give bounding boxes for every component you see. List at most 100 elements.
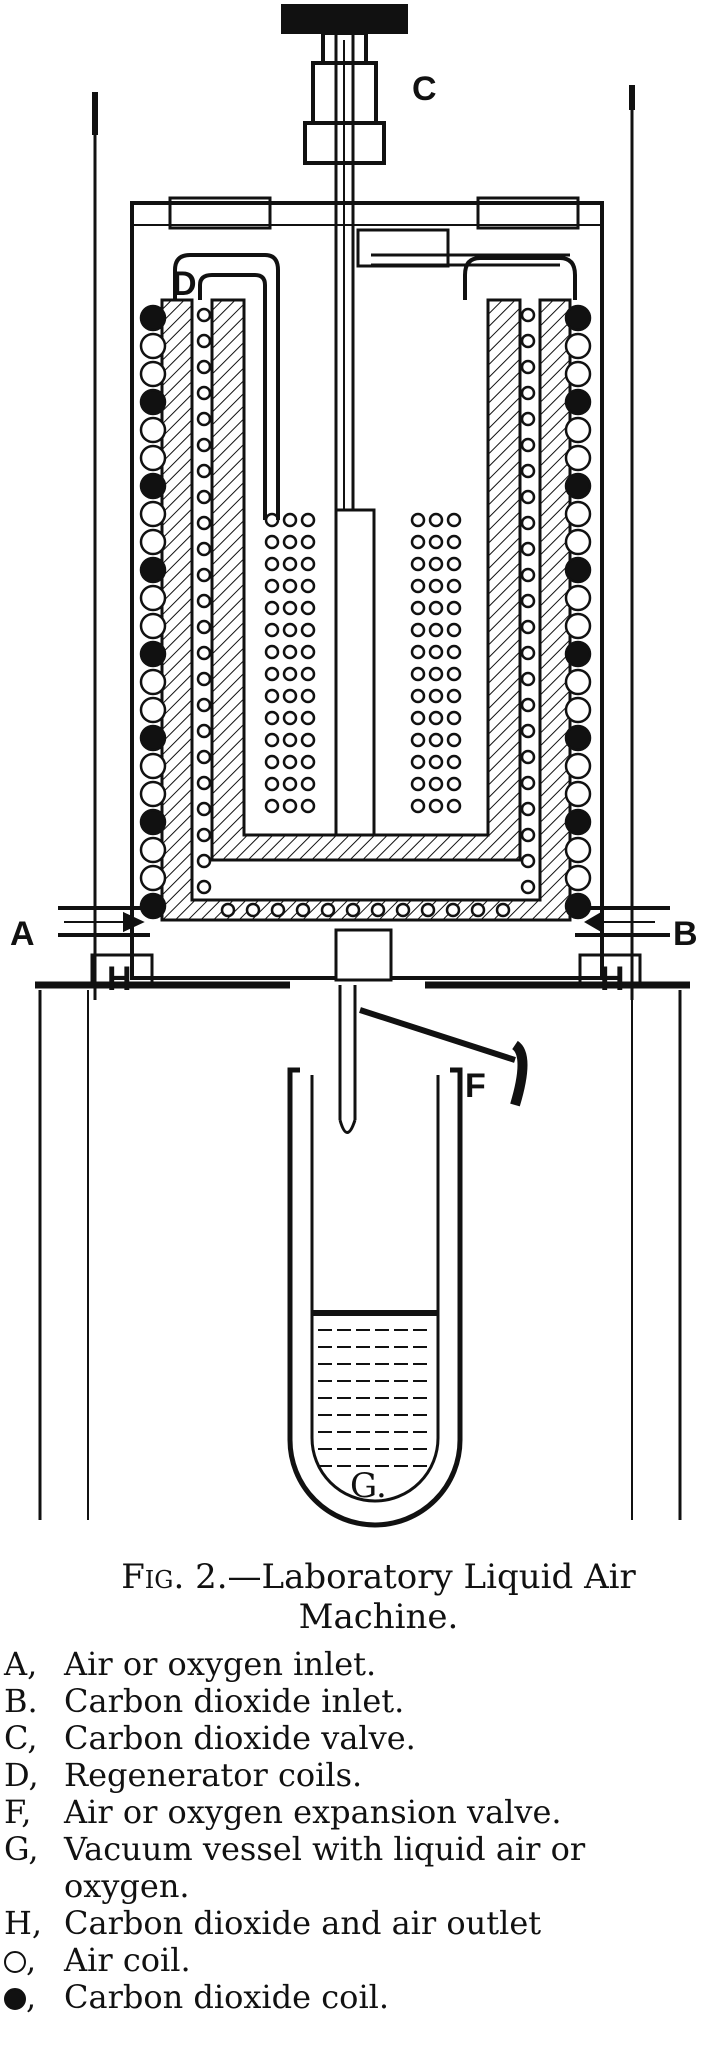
- regenerator-coil-circle: [196, 359, 212, 375]
- regenerator-coil-circle: [196, 619, 212, 635]
- regenerator-coil-circle: [196, 879, 212, 895]
- figure-caption: Fig. 2.—Laboratory Liquid Air Machine.: [40, 1557, 717, 1637]
- regenerator-coil-circle: [196, 515, 212, 531]
- regenerator-coil-circle: [520, 385, 536, 401]
- air-coil-circle: [564, 752, 592, 780]
- label-f: F: [465, 1067, 486, 1105]
- inner-coil-circle: [446, 732, 462, 748]
- legend-text: Air or oxygen inlet.: [64, 1645, 377, 1683]
- vacuum-vessel: [287, 1067, 463, 1528]
- carbon-dioxide-coil-circle: [564, 388, 592, 416]
- insulated-chamber-wall: [160, 298, 572, 922]
- legend-item: F,Air or oxygen expansion valve.: [4, 1794, 710, 1831]
- inner-coil-circle: [300, 688, 316, 704]
- air-coil-circle: [564, 668, 592, 696]
- inner-coil-circle: [282, 534, 298, 550]
- carbon-dioxide-valve: [281, 4, 570, 520]
- regenerator-coil-circle: [196, 827, 212, 843]
- regenerator-coil-circle: [520, 645, 536, 661]
- regenerator-coil-circle: [196, 411, 212, 427]
- regenerator-coil-circle: [520, 541, 536, 557]
- inner-coil-circle: [446, 644, 462, 660]
- regenerator-coil-circle: [196, 645, 212, 661]
- regenerator-coil-circle: [520, 749, 536, 765]
- inner-coil-circle: [410, 644, 426, 660]
- inner-coil-circle: [282, 622, 298, 638]
- air-coil-circle: [139, 416, 167, 444]
- coils: [139, 304, 592, 920]
- liquid-air: [318, 1329, 432, 1467]
- legend-key: F,: [4, 1793, 32, 1831]
- legend-item: H, Carbon dioxide and air outlet: [4, 1905, 710, 1942]
- label-b: B: [673, 915, 698, 953]
- inner-coil-circle: [446, 578, 462, 594]
- regenerator-coil-circle: [320, 902, 336, 918]
- air-coil-circle: [564, 836, 592, 864]
- regenerator-coil-circle: [345, 902, 361, 918]
- air-coil-circle: [139, 780, 167, 808]
- legend-text: Air coil.: [64, 1941, 191, 1979]
- inner-coil-circle: [264, 710, 280, 726]
- regenerator-coil-circle: [196, 489, 212, 505]
- inner-coil-circle: [300, 578, 316, 594]
- legend-key: H,: [4, 1904, 43, 1942]
- legend-text: Regenerator coils.: [64, 1756, 363, 1794]
- regenerator-coil-circle: [420, 902, 436, 918]
- legend-key: D,: [4, 1756, 39, 1794]
- inner-coil-circle: [300, 644, 316, 660]
- inner-coil-circle: [410, 600, 426, 616]
- inner-coil-circle: [282, 798, 298, 814]
- regenerator-coil-circle: [196, 567, 212, 583]
- legend-key: G,: [4, 1830, 39, 1868]
- inner-coil-circle: [300, 600, 316, 616]
- inner-coil-circle: [410, 798, 426, 814]
- legend-item: , Air coil.: [4, 1942, 710, 1979]
- carbon-dioxide-coil-circle: [139, 808, 167, 836]
- regenerator-coils: [264, 512, 462, 814]
- inner-coil-circle: [300, 666, 316, 682]
- inner-coil-circle: [446, 622, 462, 638]
- inner-coil-circle: [446, 776, 462, 792]
- inner-coil-circle: [300, 622, 316, 638]
- legend-list: A,Air or oxygen inlet.B.Carbon dioxide i…: [4, 1646, 710, 2016]
- air-coil-circle: [139, 332, 167, 360]
- inner-coil-circle: [428, 556, 444, 572]
- inner-coil-circle: [300, 534, 316, 550]
- legend-text: Carbon dioxide and air outlet: [64, 1904, 542, 1942]
- inner-coil-circle: [264, 754, 280, 770]
- inner-coil-circle: [264, 644, 280, 660]
- inner-coil-circle: [446, 798, 462, 814]
- air-coil-circle: [139, 612, 167, 640]
- regenerator-coil-circle: [520, 437, 536, 453]
- inner-coil-circle: [282, 512, 298, 528]
- regenerator-coil-circle: [196, 593, 212, 609]
- inner-coil-circle: [428, 534, 444, 550]
- inner-coil-circle: [300, 754, 316, 770]
- regenerator-coil-circle: [220, 902, 236, 918]
- air-coil-circle: [139, 752, 167, 780]
- carbon-dioxide-coil-circle: [139, 556, 167, 584]
- inner-coil-circle: [410, 578, 426, 594]
- inner-coil-circle: [428, 644, 444, 660]
- inner-coil-circle: [300, 556, 316, 572]
- regenerator-coil-circle: [520, 489, 536, 505]
- inner-coil-circle: [446, 600, 462, 616]
- legend-comma: ,: [26, 1941, 37, 1979]
- inner-coil-circle: [428, 798, 444, 814]
- inner-coil-circle: [428, 666, 444, 682]
- central-tube: [334, 508, 393, 982]
- legend-item: A,Air or oxygen inlet.: [4, 1646, 710, 1683]
- air-coil-symbol: [4, 1951, 26, 1973]
- inner-coil-circle: [282, 578, 298, 594]
- inner-coil-circle: [282, 688, 298, 704]
- regenerator-coil-circle: [245, 902, 261, 918]
- carbon-dioxide-coil-circle: [564, 808, 592, 836]
- regenerator-coil-circle: [470, 902, 486, 918]
- legend-item: C,Carbon dioxide valve.: [4, 1720, 710, 1757]
- inner-coil-circle: [264, 798, 280, 814]
- inner-coil-circle: [410, 512, 426, 528]
- carbon-dioxide-coil-circle: [564, 640, 592, 668]
- air-coil-circle: [564, 780, 592, 808]
- legend-key: B.: [4, 1682, 38, 1720]
- caption-prefix: Fig. 2.: [121, 1557, 228, 1597]
